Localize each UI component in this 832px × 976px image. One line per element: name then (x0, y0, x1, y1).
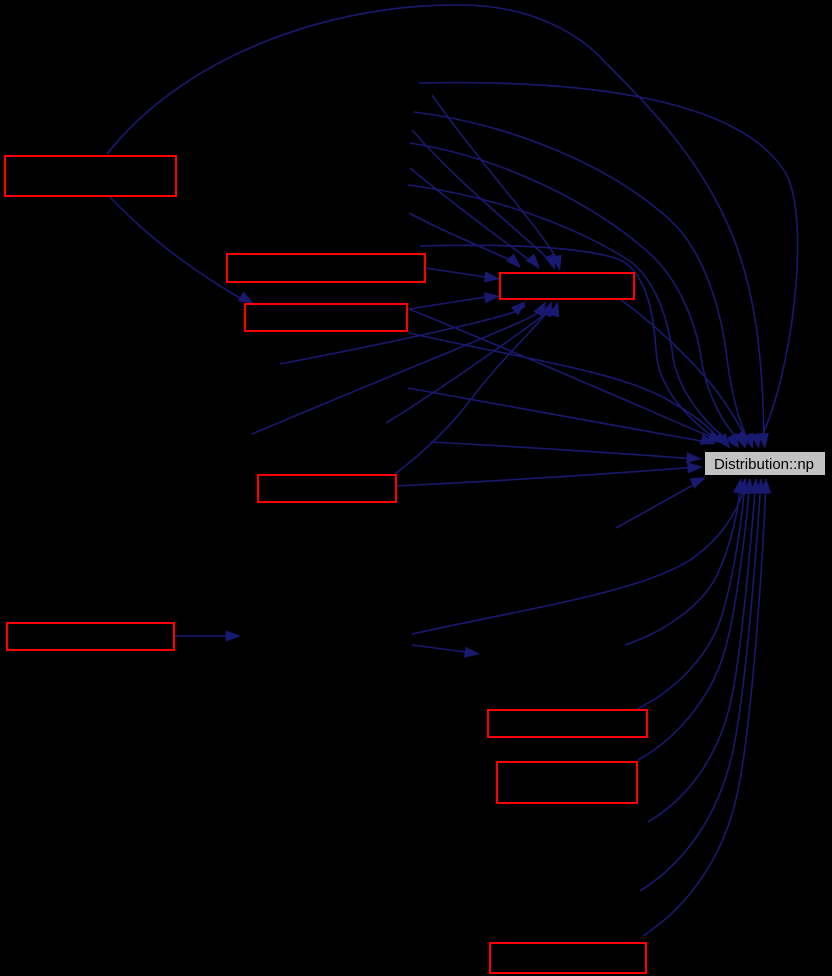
svg-text:Distribution::np: Distribution::np (714, 456, 814, 473)
